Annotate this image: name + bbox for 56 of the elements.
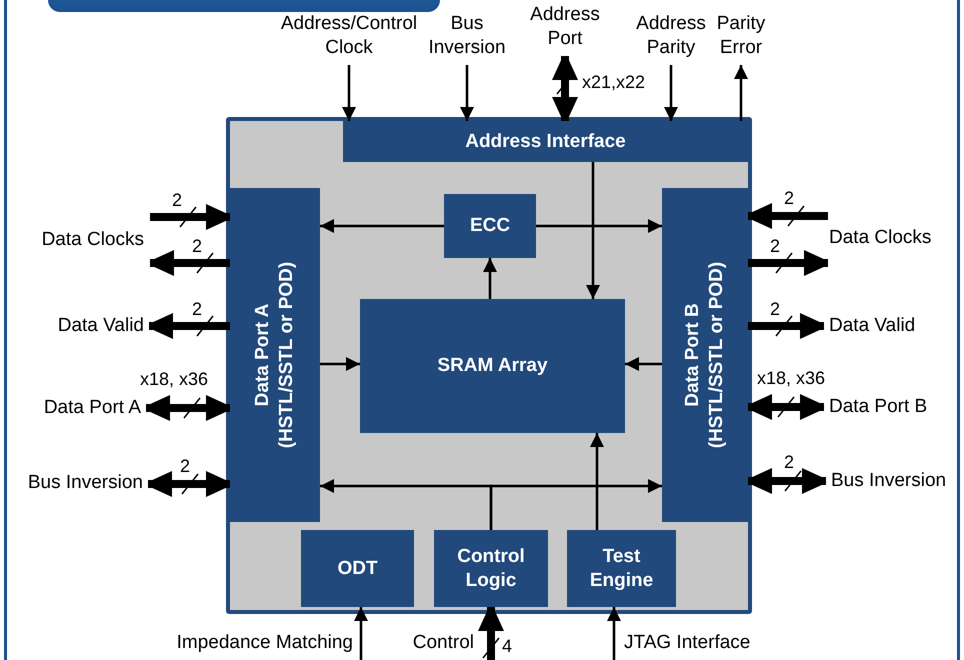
edge-label: x18, x36	[757, 368, 826, 388]
chip-block	[226, 117, 752, 614]
signal-label: Data Valid	[829, 314, 959, 338]
edge-label: x18, x36	[140, 369, 208, 389]
arrow	[607, 607, 621, 660]
signal-label: Data Clocks	[829, 226, 959, 250]
edge-label: 2	[770, 236, 780, 256]
function-block	[434, 530, 548, 607]
arrow	[536, 219, 662, 233]
arrow	[664, 65, 678, 121]
arrow	[320, 357, 360, 371]
port-block	[662, 188, 748, 522]
signal-label: JTAG Interface	[624, 631, 794, 655]
block-label: Control Logic	[456, 544, 526, 592]
arrow	[460, 65, 474, 121]
block-label: Test Engine	[588, 544, 654, 592]
arrow	[586, 162, 600, 299]
port-block	[230, 188, 320, 522]
function-block	[360, 299, 625, 433]
edge-label: 2	[180, 456, 190, 476]
signal-label: Control	[396, 631, 474, 655]
edge-label: 2	[784, 188, 794, 208]
signal-label: Data Valid	[10, 314, 144, 338]
edge-label: x21,x22	[582, 72, 646, 92]
arrow	[483, 258, 497, 299]
signal-label: Data Port B	[829, 395, 959, 419]
arrow	[625, 357, 662, 371]
signal-label: Bus Inversion	[0, 471, 143, 495]
edge-label: 2	[784, 452, 794, 472]
edge-label: 2	[192, 299, 202, 319]
block-label: ECC	[470, 214, 510, 238]
block-label: Data Port A	[251, 304, 274, 406]
block-label: ODT	[337, 556, 378, 580]
block-label: (HSTL/SSTL or POD)	[275, 262, 298, 448]
arrow	[320, 219, 444, 233]
function-block	[301, 530, 414, 607]
signal-label: Impedance Matching	[140, 631, 353, 655]
signal-label: Data Port A	[5, 396, 141, 420]
edge-label: 2	[770, 299, 780, 319]
signal-label: Data Clocks	[10, 228, 144, 252]
block-label: (HSTL/SSTL or POD)	[705, 262, 728, 448]
signal-label: Bus Inversion	[831, 469, 961, 493]
edge-label: 2	[192, 236, 202, 256]
arrow	[734, 65, 748, 121]
block-label: SRAM Array	[437, 354, 548, 378]
arrow	[490, 479, 662, 530]
arrow	[354, 607, 368, 660]
block-label: Address Interface	[465, 130, 626, 154]
function-block	[567, 530, 676, 607]
block-label: Data Port B	[681, 303, 704, 407]
edge-label: 4	[502, 636, 512, 656]
signal-label: Address Port	[520, 3, 610, 51]
arrow	[590, 433, 604, 530]
function-block	[444, 194, 536, 258]
arrow	[342, 65, 356, 121]
edge-label: 2	[172, 190, 182, 210]
